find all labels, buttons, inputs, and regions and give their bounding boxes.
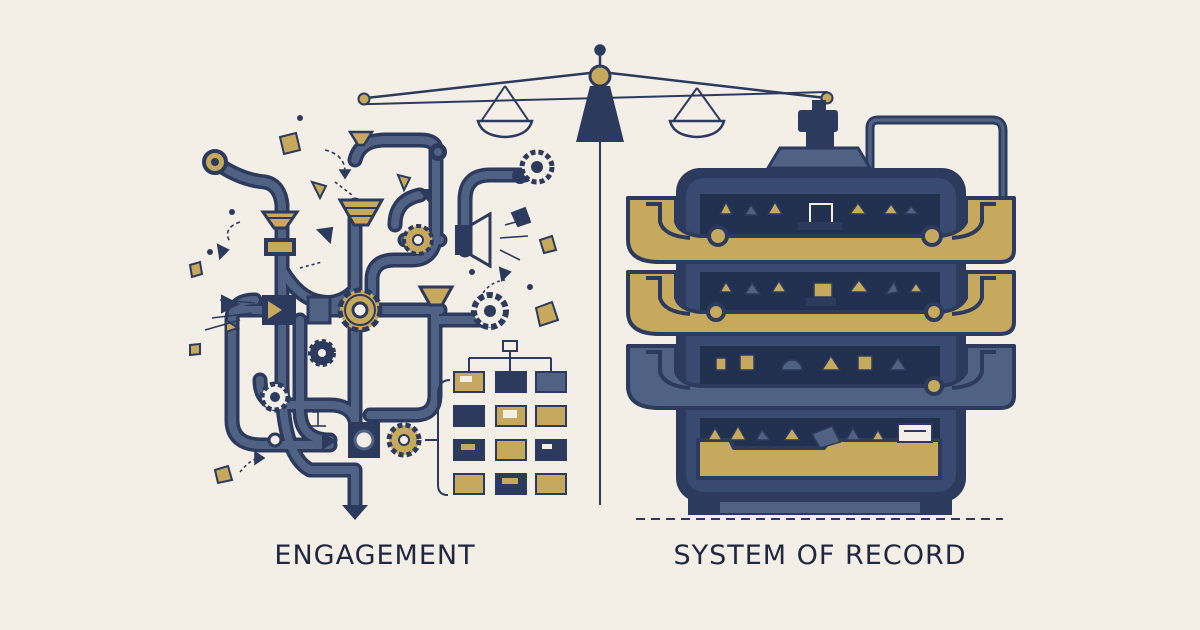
data-particles	[188, 115, 560, 485]
engagement-label: ENGAGEMENT	[274, 540, 476, 571]
flow-arrows	[204, 149, 531, 473]
pipe-joints	[202, 143, 528, 458]
folder-grid	[425, 340, 567, 496]
filing-cabinet	[626, 100, 1016, 520]
pipe-network	[207, 132, 533, 520]
gear-icon	[259, 149, 555, 458]
funnel-icon	[260, 130, 455, 307]
balance-scale-icon	[357, 44, 834, 505]
system-of-record-label: SYSTEM OF RECORD	[673, 540, 967, 571]
